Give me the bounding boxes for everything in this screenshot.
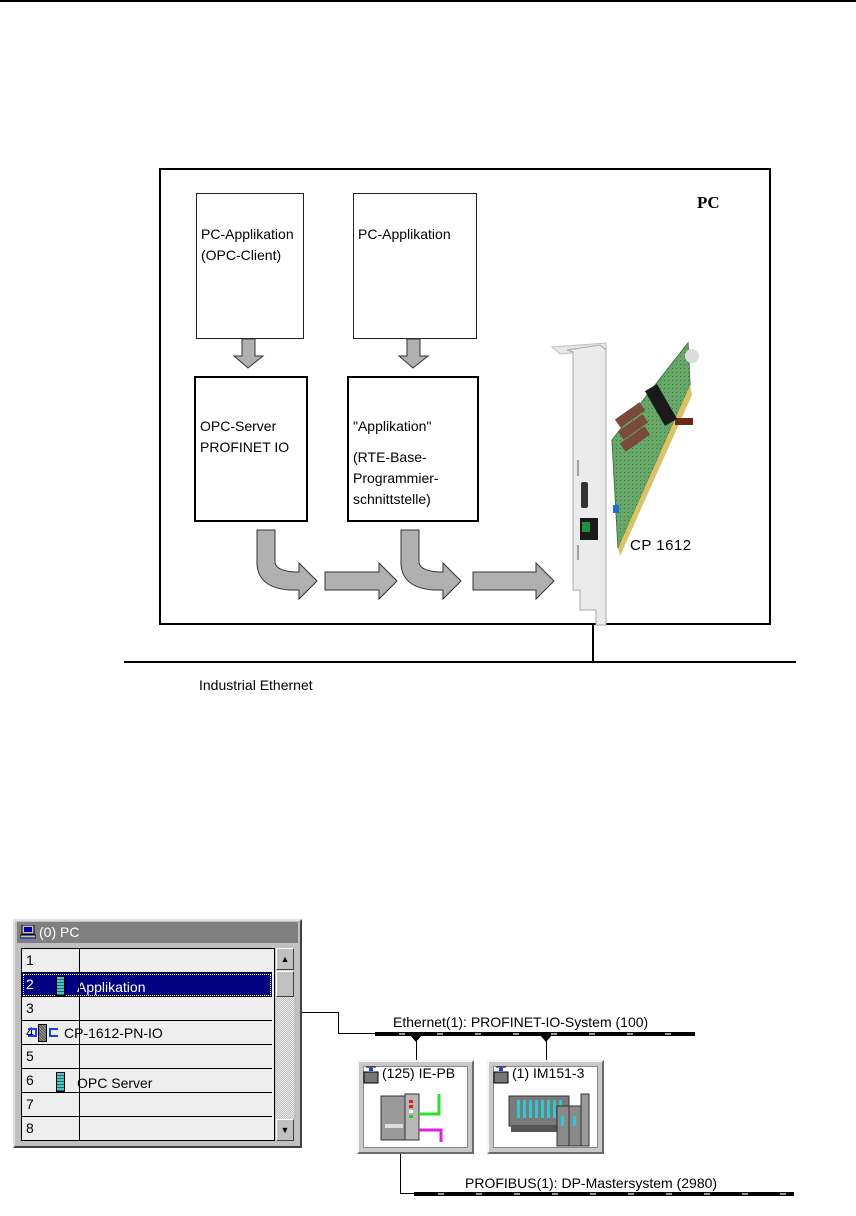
box-pc-app: PC-Applikation <box>353 193 477 339</box>
module-icon <box>56 1072 65 1092</box>
slot-number: 2 <box>26 976 34 992</box>
slot-table[interactable]: 1 2 Applikation 3 4 CP-1612-PN-IO 5 6 OP… <box>21 948 275 1141</box>
slot-row-selected[interactable]: 2 Applikation <box>22 973 272 997</box>
bus-tap-icon <box>410 1035 422 1042</box>
card-label: CP 1612 <box>630 537 692 554</box>
slot-number: 5 <box>26 1048 34 1064</box>
slot-module: Applikation <box>56 976 146 996</box>
io-device-icon <box>493 1066 509 1084</box>
slot-number: 6 <box>26 1072 34 1088</box>
scroll-down-button[interactable]: ▼ <box>276 1119 294 1141</box>
slot-number: 3 <box>26 1000 34 1016</box>
scroll-thumb[interactable] <box>276 971 294 997</box>
box-line: PC-Applikation <box>358 226 451 242</box>
ethernet-bus-label: Ethernet(1): PROFINET-IO-System (100) <box>393 1014 649 1030</box>
pc-station-icon <box>20 925 36 939</box>
ie-pb-link-image <box>380 1093 443 1142</box>
box-line: schnittstelle) <box>353 491 431 507</box>
page-top-rule <box>0 0 856 2</box>
cp1612-card-image <box>550 341 699 626</box>
profibus-bus[interactable] <box>414 1192 794 1196</box>
station-link-line <box>338 1012 339 1034</box>
slot-row[interactable]: 4 CP-1612-PN-IO <box>22 1021 272 1045</box>
box-line: (OPC-Client) <box>201 247 282 263</box>
arrow-down-icon: ▼ <box>280 1125 290 1135</box>
profibus-bus-label: PROFIBUS(1): DP-Mastersystem (2980) <box>465 1175 718 1191</box>
box-line: Programmier- <box>353 470 439 486</box>
io-device-icon <box>363 1066 379 1084</box>
box-line: (RTE-Base- <box>353 449 427 465</box>
curved-arrow-icon <box>256 529 318 601</box>
flow-arrows <box>232 338 699 626</box>
profibus-link-line <box>400 1154 401 1194</box>
down-arrow-icon <box>397 338 430 369</box>
device-label: (1) IM151-3 <box>512 1065 585 1081</box>
device-drop-line <box>416 1040 417 1060</box>
right-arrow-icon <box>324 561 398 601</box>
column-divider <box>79 949 80 1140</box>
pc-frame <box>159 168 771 625</box>
slot-row[interactable]: 3 <box>22 997 272 1021</box>
slot-number: 7 <box>26 1096 34 1112</box>
down-arrow-icon <box>232 338 265 369</box>
box-line: OPC-Server <box>200 418 277 434</box>
slot-row[interactable]: 8 <box>22 1117 272 1141</box>
profibus-link-line <box>400 1193 415 1194</box>
slot-row[interactable]: 6 OPC Server <box>22 1069 272 1093</box>
slot-module: OPC Server <box>56 1072 152 1092</box>
scroll-up-button[interactable]: ▲ <box>276 948 294 970</box>
slot-row[interactable]: 5 <box>22 1045 272 1069</box>
device-im151-3[interactable]: (1) IM151-3 <box>487 1060 604 1154</box>
box-line: PROFINET IO <box>200 439 290 455</box>
curved-arrow-icon <box>400 529 462 601</box>
network-card-icon <box>28 1024 58 1042</box>
arrow-up-icon: ▲ <box>280 954 290 964</box>
pc-frame-label: PC <box>697 193 720 212</box>
slot-number: 8 <box>26 1120 34 1136</box>
vertical-scrollbar[interactable]: ▲ ▼ <box>276 948 294 1141</box>
module-name: OPC Server <box>77 1075 153 1091</box>
box-applikation-rte: "Applikation" (RTE-Base- Programmier- sc… <box>347 376 479 522</box>
device-label: (125) IE-PB <box>382 1065 456 1081</box>
slot-number: 1 <box>26 952 34 968</box>
module-icon <box>56 976 65 996</box>
box-line: "Applikation" <box>353 418 432 434</box>
station-link-line <box>338 1033 376 1034</box>
et200s-image <box>508 1093 590 1147</box>
industrial-ethernet-label: Industrial Ethernet <box>199 677 313 693</box>
slot-number: 4 <box>26 1024 34 1040</box>
station-window[interactable]: (0) PC 1 2 Applikation 3 4 CP-1612-PN-IO… <box>13 919 302 1148</box>
device-ie-pb[interactable]: (125) IE-PB <box>357 1060 474 1154</box>
station-link-line <box>302 1012 339 1013</box>
box-pc-app-opc-client: PC-Applikation (OPC-Client) <box>196 193 304 339</box>
station-window-title: (0) PC <box>39 924 80 940</box>
box-line: PC-Applikation <box>201 226 294 242</box>
box-opc-server: OPC-Server PROFINET IO <box>194 376 308 522</box>
slot-row[interactable]: 7 <box>22 1093 272 1117</box>
bus-tap-icon <box>540 1035 552 1042</box>
slot-module: CP-1612-PN-IO <box>28 1024 163 1042</box>
right-arrow-icon <box>472 561 555 601</box>
industrial-ethernet-line <box>124 661 796 663</box>
ethernet-bus[interactable] <box>375 1032 695 1036</box>
device-drop-line <box>546 1040 547 1061</box>
module-name: CP-1612-PN-IO <box>64 1025 163 1041</box>
module-name: Applikation <box>77 979 146 995</box>
card-ethernet-connector-line <box>592 625 594 662</box>
slot-row[interactable]: 1 <box>22 949 272 973</box>
station-window-titlebar[interactable]: (0) PC <box>17 922 298 943</box>
